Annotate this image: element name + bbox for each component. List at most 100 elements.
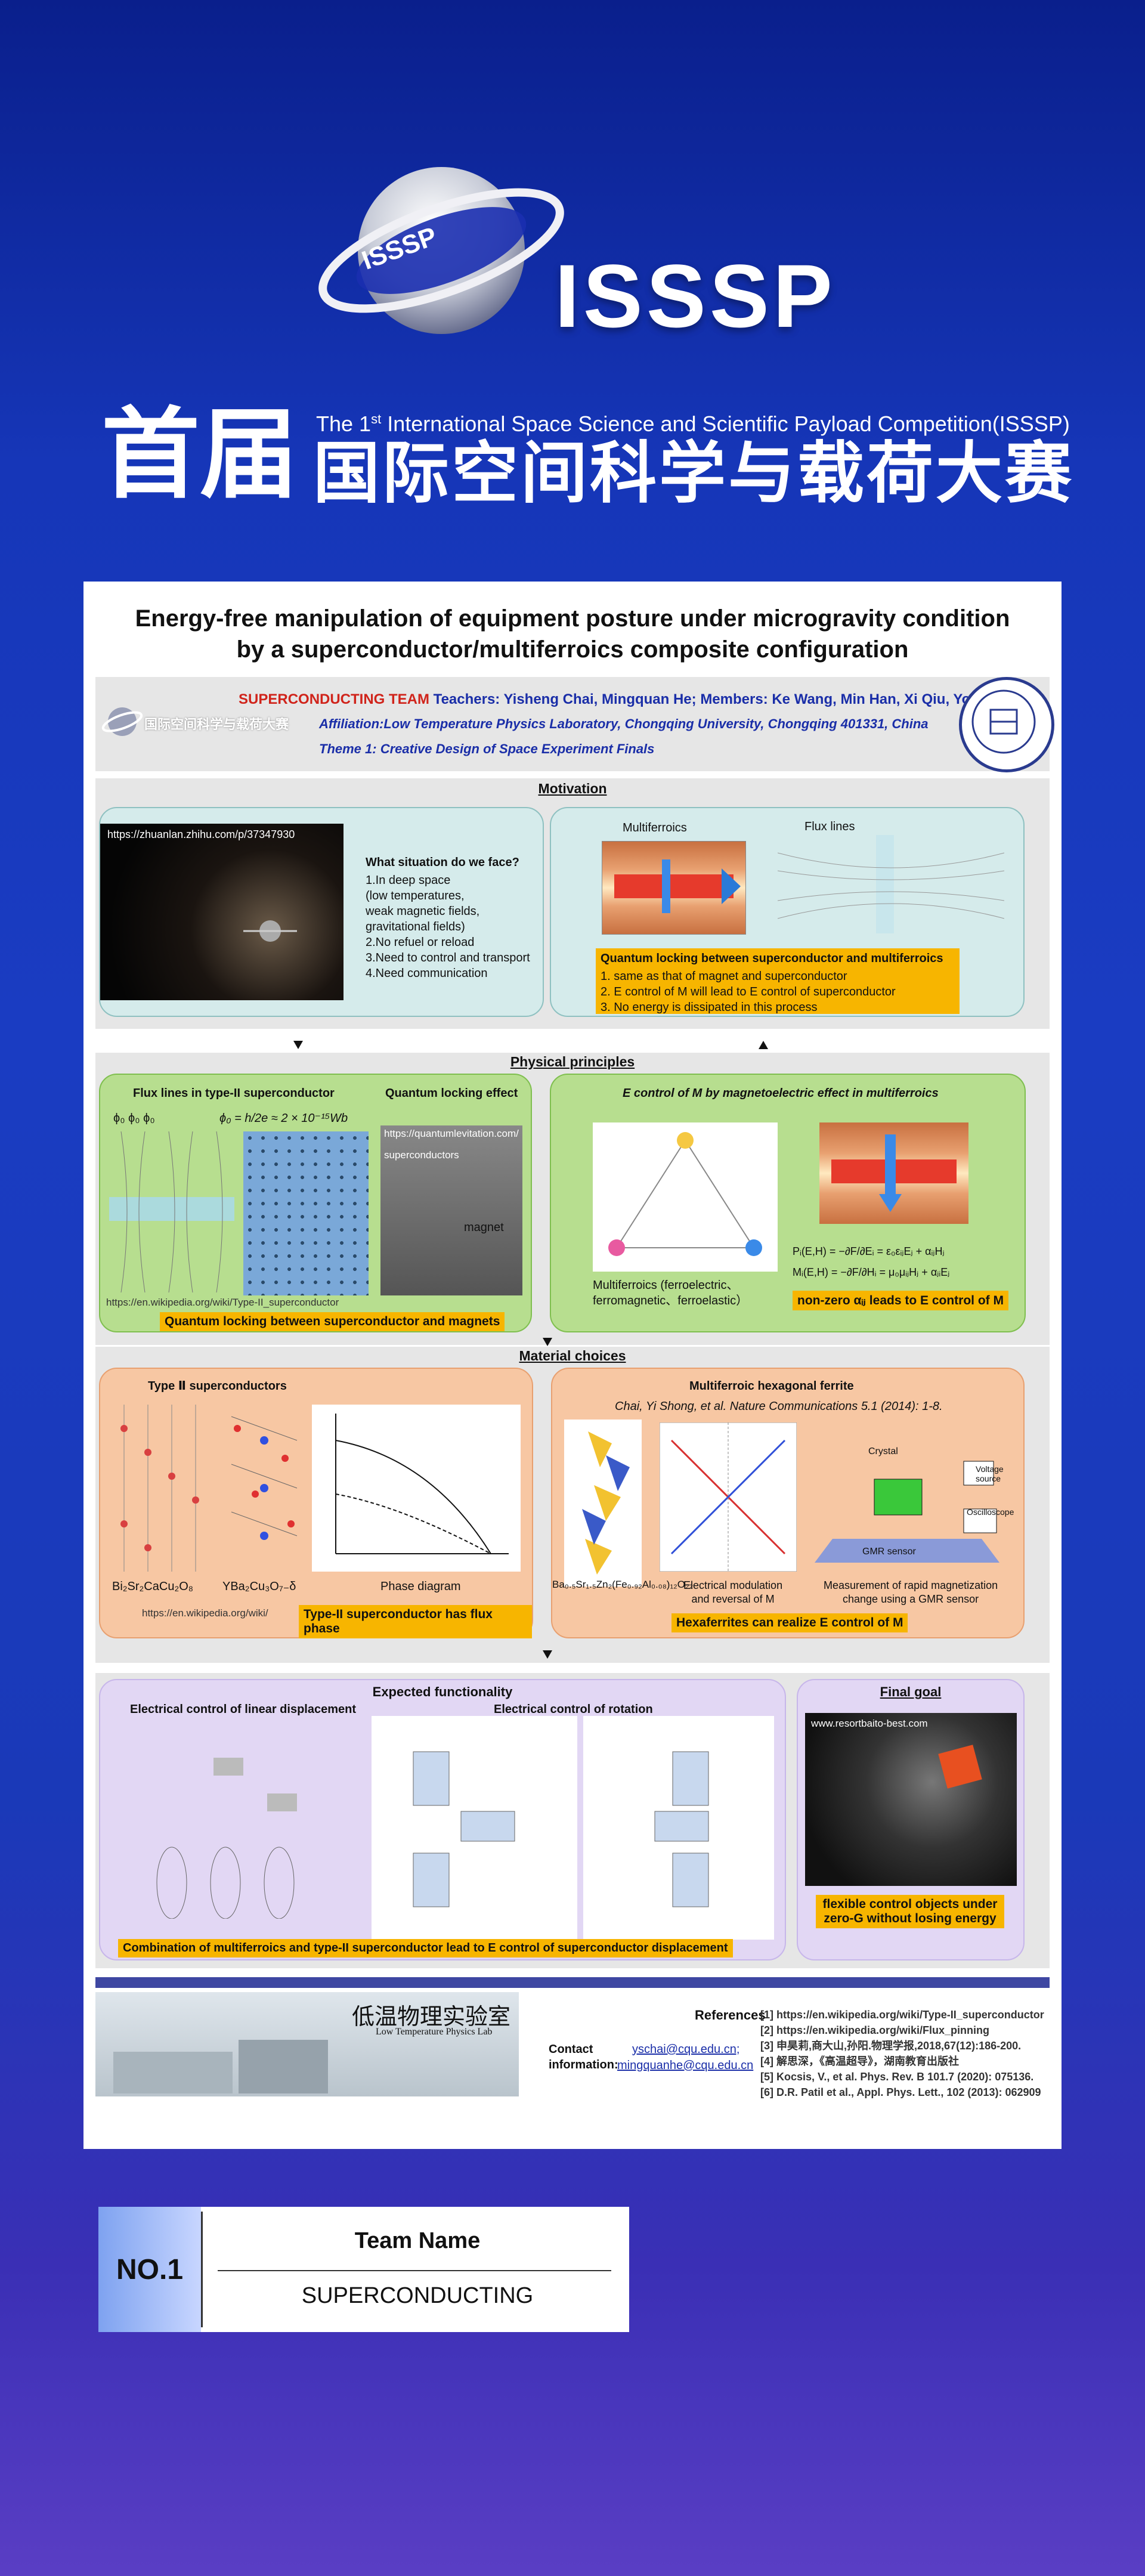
team-band [95, 677, 1050, 771]
card-team-name: SUPERCONDUCTING [301, 2283, 534, 2308]
card-label: Team Name [354, 2228, 481, 2253]
multiferroics-diagram [602, 841, 746, 935]
wiki-short-url: https://en.wikipedia.org/wiki/ [142, 1607, 268, 1619]
final-goal-heading: Final goal [880, 1684, 942, 1699]
motivation-left-box: https://zhuanlan.zhihu.com/p/37347930 Wh… [99, 807, 544, 1017]
university-seal [959, 677, 1054, 772]
poster-title-line2: by a superconductor/multiferroics compos… [236, 636, 909, 663]
multiferroics-caption: Multiferroics (ferroelectric、ferromagnet… [593, 1279, 748, 1307]
spacecraft-icon [243, 920, 297, 942]
poster: Energy-free manipulation of equipment po… [83, 582, 1062, 2149]
vortex-lattice-image [243, 1131, 369, 1295]
motivation-heading: Motivation [538, 781, 607, 796]
flux-lines-diagram [778, 835, 1004, 933]
levitation-url: https://quantumlevitation.com/ [384, 1128, 519, 1139]
principles-left-box: Flux lines in type-II superconductor Qua… [99, 1074, 532, 1332]
theme: Theme 1: Creative Design of Space Experi… [319, 741, 655, 756]
principles-right-box: E control of M by magnetoelectric effect… [550, 1074, 1026, 1332]
team-card: NO.1 Team Name SUPERCONDUCTING [98, 2207, 629, 2332]
linear-title: Electrical control of linear displacemen… [130, 1703, 357, 1716]
quantum-locking-magnets-label: Quantum locking between superconductor a… [160, 1312, 505, 1331]
ferrite-title: Multiferroic hexagonal ferrite [689, 1380, 854, 1393]
principles-heading: Physical principles [510, 1054, 635, 1069]
references-label: References [695, 2008, 766, 2023]
multiferroics-label: Multiferroics [623, 821, 687, 834]
building-sketch [113, 2040, 328, 2093]
header-cn-first: 首届 [101, 400, 298, 509]
image-url: https://zhuanlan.zhihu.com/p/37347930 [107, 828, 295, 840]
type2-title: Type Ⅱ superconductors [148, 1380, 287, 1393]
bscco-label: Bi₂Sr₂CaCu₂O₈ [112, 1580, 194, 1593]
gmr-sensor-label: GMR sensor [862, 1547, 916, 1557]
superconductors-label: superconductors [384, 1149, 459, 1161]
poster-title-line1: Energy-free manipulation of equipment po… [135, 605, 1010, 632]
deep-space-image: https://zhuanlan.zhihu.com/p/37347930 [100, 824, 344, 1000]
hexaferrites-label: Hexaferrites can realize E control of M [671, 1613, 908, 1632]
motivation-right-box: Multiferroics Flux lines Quantum locking… [550, 807, 1025, 1017]
hysteresis-plot [660, 1422, 797, 1572]
arrow-up [759, 1041, 768, 1049]
magnet-label: magnet [464, 1221, 504, 1234]
arrow-down-materials [543, 1338, 552, 1346]
materials-left-box: Type Ⅱ superconductors Bi₂Sr₂CaCu₂O₈ YBa… [99, 1368, 533, 1638]
affiliation: Affiliation:Low Temperature Physics Labo… [319, 716, 929, 731]
em-title: E control of M by magnetoelectric effect… [623, 1087, 939, 1100]
flux-title: Flux lines in type-II superconductor [133, 1087, 335, 1100]
cube-icon [938, 1745, 982, 1789]
bscco-structure [120, 1405, 199, 1572]
equation-p: Pᵢ(E,H) = −∂F/∂Eᵢ = ε₀εᵢⱼEⱼ + αᵢⱼHⱼ [793, 1245, 945, 1257]
quantum-locking-note: Quantum locking between superconductor a… [596, 948, 960, 1014]
linear-displacement-diagram [156, 1758, 297, 1919]
materials-right-box: Multiferroic hexagonal ferrite Chai, Yi … [551, 1368, 1025, 1638]
rotation-title: Electrical control of rotation [494, 1703, 653, 1716]
materials-heading: Material choices [519, 1348, 626, 1363]
team-line: SUPERCONDUCTING TEAM Teachers: Yisheng C… [239, 691, 1040, 707]
card-underline [218, 2270, 611, 2271]
phase-diagram [312, 1405, 521, 1572]
ferrite-formula: Ba₀.₅Sr₁.₅Zn₂(Fe₀.₉₂Al₀.₀₈)₁₂O₂₂ [552, 1579, 694, 1590]
rotation-diagram-1 [372, 1716, 577, 1940]
lab-photo: 低温物理实验室 Low Temperature Physics Lab [95, 1992, 519, 2096]
phase-diagram-caption: Phase diagram [380, 1580, 461, 1593]
ferrite-structure [564, 1420, 642, 1587]
functionality-box: Expected functionality Electrical contro… [99, 1679, 786, 1960]
equation-m: Mᵢ(E,H) = −∂F/∂Hᵢ = μ₀μᵢⱼHⱼ + αⱼᵢEⱼ [793, 1266, 950, 1278]
logo-wordmark: ISSSP [555, 246, 836, 346]
final-goal-box: Final goal www.resortbaito-best.com flex… [797, 1679, 1025, 1960]
card-separator [201, 2212, 203, 2327]
ybco-label: YBa₂Cu₃O₇₋δ [222, 1580, 296, 1593]
nonzero-alpha-label: non-zero αᵢⱼ leads to E control of M [793, 1291, 1008, 1310]
voltage-source-label: Voltage source [976, 1464, 1004, 1483]
final-goal-url: www.resortbaito-best.com [811, 1718, 928, 1729]
header-cn-name: 国际空间科学与载荷大赛 [313, 436, 1074, 511]
multiferroics-triangle [593, 1122, 778, 1272]
arrow-down [293, 1041, 303, 1049]
em-diagram [819, 1122, 968, 1224]
header-en-title: The 1st International Space Science and … [316, 412, 1070, 436]
phi-labels: ϕ₀ ϕ₀ ϕ₀ [113, 1112, 155, 1125]
lab-cn-name: 低温物理实验室 [352, 2005, 511, 2030]
levitation-photo: https://quantumlevitation.com/ supercond… [380, 1125, 522, 1295]
ybco-structure [231, 1416, 298, 1540]
email-2[interactable]: mingquanhe@cqu.edu.cn [617, 2059, 754, 2072]
oscilloscope-label: Oscilloscope [967, 1507, 1014, 1517]
quantum-locking-effect-title: Quantum locking effect [385, 1087, 518, 1100]
card-number: NO.1 [98, 2207, 201, 2332]
functionality-heading: Expected functionality [372, 1684, 513, 1699]
robot-hand-image: www.resortbaito-best.com [805, 1713, 1017, 1886]
flux-lines-label: Flux lines [804, 820, 855, 833]
references-list: [1] https://en.wikipedia.org/wiki/Type-I… [760, 2009, 1044, 2099]
mini-logo-icon [101, 707, 143, 736]
type2-flux-phase-label: Type-II superconductor has flux phase [299, 1605, 532, 1638]
isssp-logo-emblem [318, 167, 564, 334]
question-list: 1.In deep space(low temperatures,weak ma… [366, 874, 530, 980]
wiki-url: https://en.wikipedia.org/wiki/Type-II_su… [106, 1297, 339, 1308]
question-title: What situation do we face? [366, 856, 519, 869]
phi-formula: ϕ₀ = h/2e ≈ 2 × 10⁻¹⁵Wb [219, 1112, 348, 1125]
email-1[interactable]: yschai@cqu.edu.cn; [632, 2043, 740, 2056]
mini-logo: 国际空间科学与载荷大赛 [101, 701, 292, 743]
crystal-label: Crystal [868, 1446, 898, 1456]
